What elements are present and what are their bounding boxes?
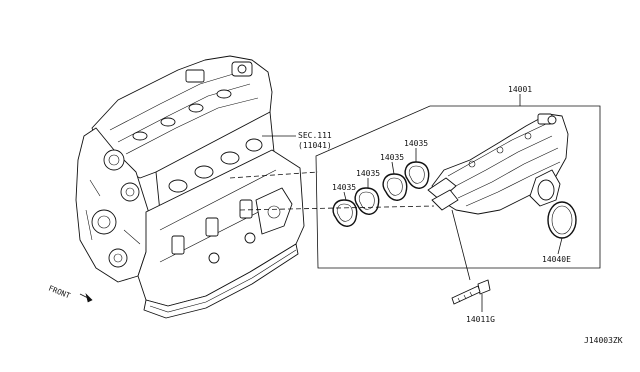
sec-ref-line2: (11041)	[298, 141, 332, 150]
sec-reference: SEC.111 (11041)	[262, 131, 332, 150]
bolt-leader-upper	[451, 209, 471, 281]
part-label-14035-4: 14035	[404, 139, 428, 148]
projection-line-lower	[239, 205, 435, 211]
part-label-14035-2: 14035	[356, 169, 380, 178]
callout-14040e: 14040E	[542, 237, 571, 264]
diagram-code: J14003ZK	[584, 336, 623, 345]
part-label-14040e: 14040E	[542, 255, 571, 264]
part-label-14011g: 14011G	[466, 315, 495, 324]
gasket-14035-3[interactable]	[382, 173, 408, 201]
callout-14001: 14001	[508, 85, 532, 106]
gasket-14035-2[interactable]	[354, 187, 380, 215]
front-indicator: FRONT	[47, 284, 93, 303]
gasket-14040e[interactable]	[547, 201, 577, 239]
part-label-14001: 14001	[508, 85, 532, 94]
gasket-14035-4[interactable]	[404, 161, 430, 189]
gasket-14035-1[interactable]	[332, 199, 358, 227]
callout-box	[229, 105, 601, 269]
sec-ref-line1: SEC.111	[298, 131, 332, 140]
callout-14011g: 14011G	[466, 294, 495, 324]
front-label: FRONT	[47, 284, 72, 301]
callout-14035: 14035 14035 14035 14035	[332, 139, 428, 201]
intake-manifold[interactable]	[427, 113, 569, 215]
projection-line-upper	[229, 171, 319, 179]
engine-block[interactable]	[75, 55, 305, 319]
front-arrowhead-icon	[85, 293, 93, 303]
part-label-14035-3: 14035	[380, 153, 404, 162]
bolt-14011g[interactable]	[451, 279, 491, 305]
part-label-14035-1: 14035	[332, 183, 356, 192]
